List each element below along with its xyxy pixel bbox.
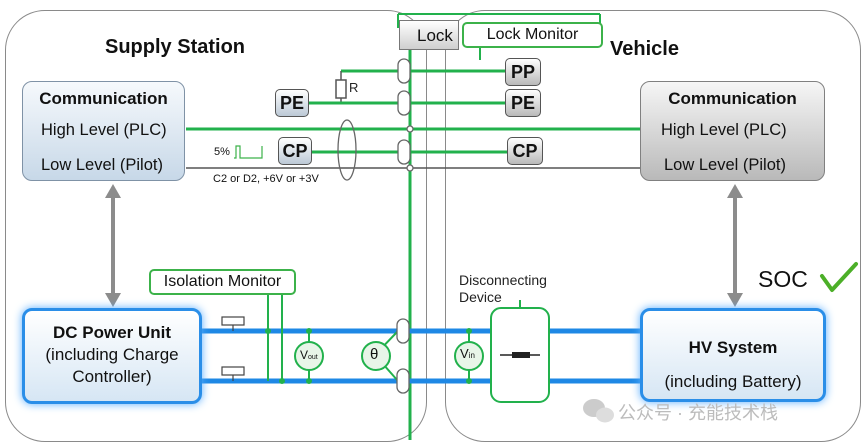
supply-communication-header: Communication [39, 89, 168, 108]
watermark: 公众号 · 充能技术栈 [618, 403, 778, 423]
disconnecting-device-label: Disconnecting Device [459, 272, 547, 306]
hv-system-box: HV System (including Battery) [640, 308, 826, 402]
vin-meter [454, 341, 484, 371]
vin-v: V [460, 346, 469, 361]
vin-sub: in [468, 351, 475, 360]
vehicle-communication-header: Communication [668, 89, 797, 108]
dc-power-unit-line2: (including Charge [45, 345, 179, 364]
check-icon [820, 262, 858, 292]
supply-station-title: Supply Station [105, 36, 245, 58]
lock-monitor-box: Lock Monitor [462, 22, 603, 48]
dc-power-unit-title: DC Power Unit [52, 323, 172, 342]
vout-meter [294, 341, 324, 371]
wechat-icon [583, 399, 614, 423]
vout-v: V [300, 348, 309, 362]
soc-label: SOC [758, 266, 808, 292]
supply-cp-pin: CP [278, 137, 312, 165]
dc-power-unit-line3: Controller) [72, 367, 152, 386]
disconnecting-device-line2: Device [459, 289, 502, 305]
vehicle-cp-pin: CP [507, 137, 543, 165]
vout-label: Vout [300, 348, 318, 362]
lock-label: Lock [417, 26, 453, 45]
vout-sub: out [308, 354, 318, 361]
pwm-duty-label: 5% [214, 146, 230, 158]
supply-communication-box: Communication High Level (PLC) Low Level… [22, 81, 185, 181]
resistor-label: R [349, 80, 359, 95]
vin-label: Vin [460, 346, 475, 361]
lock-box: Lock [399, 20, 459, 50]
vehicle-pp-pin: PP [505, 58, 541, 86]
isolation-monitor-box: Isolation Monitor [149, 269, 296, 295]
supply-pe-pin: PE [275, 89, 309, 117]
theta-meter [361, 341, 391, 371]
cp-states-label: C2 or D2, +6V or +3V [213, 173, 319, 185]
theta-label: θ [370, 346, 379, 363]
pwm-waveform [234, 145, 263, 159]
dc-power-unit-box: DC Power Unit (including Charge Controll… [22, 308, 202, 404]
vehicle-pe-pin: PE [505, 89, 541, 117]
vehicle-title: Vehicle [610, 38, 679, 60]
disconnecting-device-line1: Disconnecting [459, 272, 547, 288]
supply-plc-label: High Level (PLC) [41, 121, 167, 139]
vehicle-communication-box: Communication High Level (PLC) Low Level… [640, 81, 825, 181]
vehicle-plc-label: High Level (PLC) [661, 121, 787, 139]
vehicle-pilot-label: Low Level (Pilot) [664, 156, 786, 174]
resistor [335, 79, 347, 99]
supply-pilot-label: Low Level (Pilot) [41, 156, 163, 174]
hv-system-title: HV System [688, 338, 778, 357]
hv-system-subtitle: (including Battery) [664, 372, 802, 391]
